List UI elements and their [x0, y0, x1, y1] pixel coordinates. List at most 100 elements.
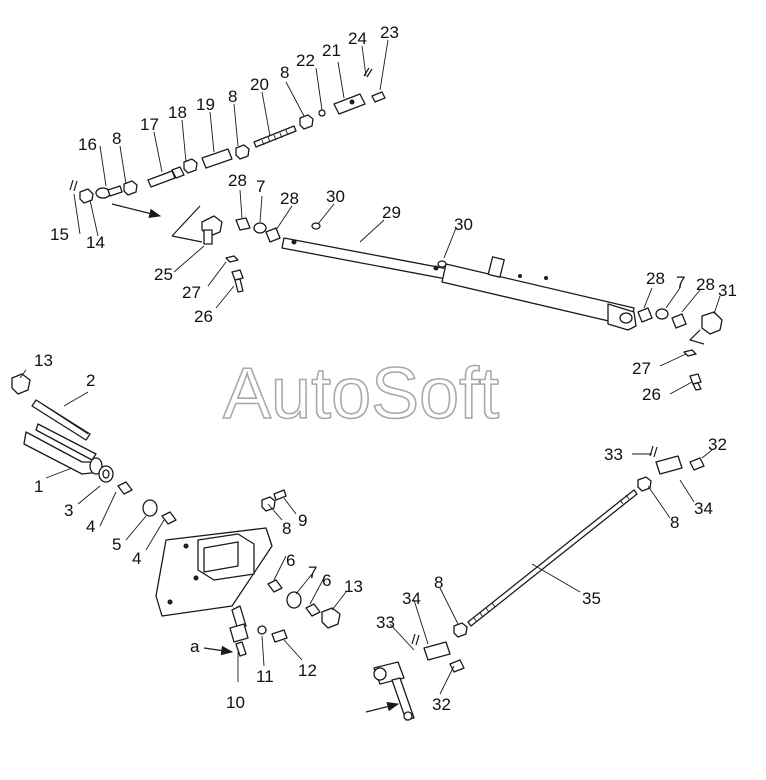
upper-linkage-assembly — [69, 67, 723, 391]
callout-label: 28 — [280, 189, 299, 208]
part-8-nut — [637, 476, 652, 492]
callout-label: 19 — [196, 95, 215, 114]
callout-label: 22 — [296, 51, 315, 70]
callout-label: 2 — [86, 371, 95, 390]
pedal-bracket — [155, 527, 273, 617]
part-27-washer — [225, 255, 239, 263]
callout-label: 17 — [140, 115, 159, 134]
callout-label: 8 — [434, 573, 443, 592]
part-8-nut — [299, 114, 314, 130]
callout-label: 31 — [718, 281, 737, 300]
callout-label: a — [190, 637, 200, 656]
callout-label: 32 — [708, 435, 727, 454]
callout-label: 8 — [282, 519, 291, 538]
part-13-nut — [321, 607, 341, 629]
callout-label: 6 — [322, 571, 331, 590]
callout-label: 18 — [168, 103, 187, 122]
callout-label: 6 — [286, 551, 295, 570]
part-35-rod — [467, 489, 638, 627]
part-16-rod-end — [95, 185, 123, 199]
part-6-bush — [267, 579, 283, 593]
callout-label: 5 — [112, 535, 121, 554]
part-28-bush — [235, 217, 251, 231]
part-26-bolt — [231, 269, 244, 293]
callout-label: 26 — [642, 385, 661, 404]
part-28-bush — [671, 313, 687, 329]
callout-label: 33 — [604, 445, 623, 464]
callout-label: 16 — [78, 135, 97, 154]
part-25-swivel — [171, 205, 223, 245]
callout-label: 7 — [308, 563, 317, 582]
part-20-rod — [253, 125, 297, 148]
part-17-bolt — [147, 166, 185, 188]
lower-lever — [373, 661, 415, 721]
callout-label: 11 — [256, 667, 274, 686]
callout-label: 8 — [280, 63, 289, 82]
part-2-pad — [31, 399, 91, 441]
callout-label: 15 — [50, 225, 69, 244]
callout-label: 13 — [344, 577, 363, 596]
callout-label: 29 — [382, 203, 401, 222]
part-1-pedal — [23, 423, 103, 475]
part-32-pin — [689, 457, 705, 471]
callout-label: 30 — [326, 187, 345, 206]
callout-label: 32 — [432, 695, 451, 714]
part-7-bush — [253, 222, 267, 234]
callout-label: 10 — [226, 693, 245, 712]
callout-label: 13 — [34, 351, 53, 370]
part-31-swivel — [688, 311, 723, 345]
callout-label: 14 — [86, 233, 105, 252]
callout-label: 33 — [376, 613, 395, 632]
callout-label: 9 — [298, 511, 307, 530]
callout-label: 25 — [154, 265, 173, 284]
callout-labels: 1 2 3 4 5 4 6 7 6 13 8 9 10 11 12 a 13 1… — [34, 23, 737, 714]
callout-label: 1 — [34, 477, 43, 496]
part-21-sleeve — [333, 93, 366, 115]
part-23-pin — [371, 91, 386, 103]
part-11-washer — [257, 625, 267, 635]
callout-label: 28 — [646, 269, 665, 288]
callout-label: 8 — [228, 87, 237, 106]
callout-label: 34 — [694, 499, 713, 518]
part-22 — [318, 109, 326, 117]
callout-label: 35 — [582, 589, 601, 608]
lower-rod-assembly — [365, 445, 705, 721]
part-33-cotter — [411, 633, 420, 646]
part-7-bush — [286, 591, 302, 609]
callout-label: 8 — [670, 513, 679, 532]
part-27-washer — [683, 349, 697, 357]
callout-label: 28 — [228, 171, 247, 190]
part-12-bolt — [271, 629, 288, 643]
callout-label: 12 — [298, 661, 317, 680]
callout-label: 7 — [256, 177, 265, 196]
callout-label: 3 — [64, 501, 73, 520]
part-5-bush — [142, 499, 158, 517]
callout-label: 4 — [132, 549, 141, 568]
part-34-block — [655, 455, 683, 475]
part-9-bolt — [273, 489, 287, 501]
callout-label: 26 — [194, 307, 213, 326]
callout-label: 8 — [112, 129, 121, 148]
part-8-nut — [235, 144, 250, 160]
watermark: AutoSoft — [223, 354, 499, 434]
part-26-bolt — [689, 373, 702, 391]
part-30-pin — [311, 222, 321, 230]
callout-label: 7 — [676, 273, 685, 292]
part-28-bush — [265, 227, 281, 243]
part-4-bush — [161, 511, 177, 525]
callout-label: 27 — [182, 283, 201, 302]
part-6-bush — [305, 603, 321, 617]
callout-label: 24 — [348, 29, 367, 48]
part-29-bar — [281, 237, 637, 331]
callout-label: 23 — [380, 23, 399, 42]
part-13-nut — [11, 373, 31, 395]
leader-lines — [19, 39, 721, 695]
callout-label: 21 — [322, 41, 341, 60]
part-4-bush — [117, 481, 133, 495]
callout-label: 34 — [402, 589, 421, 608]
callout-label: 27 — [632, 359, 651, 378]
part-19-sleeve — [201, 148, 233, 169]
part-18-nut — [183, 158, 198, 174]
callout-label: 20 — [250, 75, 269, 94]
